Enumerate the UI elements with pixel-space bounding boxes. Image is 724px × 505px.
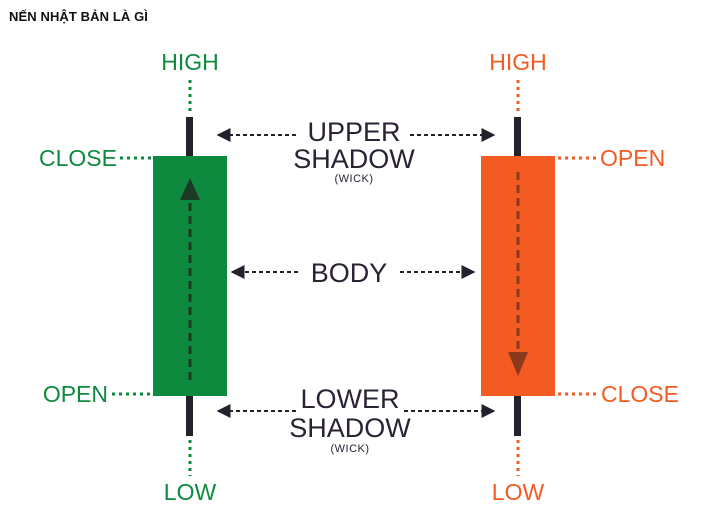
bearish-close-label: CLOSE	[601, 381, 679, 407]
bearish-down-arrowhead	[508, 352, 528, 376]
upper-shadow-line2: SHADOW	[293, 144, 415, 174]
lower-shadow-wick-note: (WICK)	[330, 443, 369, 455]
bearish-high-label: HIGH	[489, 49, 547, 75]
bearish-open-label: OPEN	[600, 145, 665, 171]
page-title: NẾN NHẬT BẢN LÀ GÌ	[9, 9, 149, 24]
upper-shadow-wick-note: (WICK)	[334, 173, 373, 185]
bullish-candle: HIGH CLOSE OPEN LOW	[39, 49, 227, 505]
bullish-high-label: HIGH	[161, 49, 219, 75]
lower-shadow-line1: LOWER	[300, 384, 399, 414]
lower-shadow-line2: SHADOW	[289, 413, 411, 443]
bearish-upper-wick	[514, 117, 521, 157]
bearish-low-label: LOW	[492, 479, 545, 505]
bullish-low-label: LOW	[164, 479, 217, 505]
bullish-close-label: CLOSE	[39, 145, 117, 171]
bullish-upper-wick	[186, 117, 193, 157]
bullish-open-label: OPEN	[43, 381, 108, 407]
bullish-up-arrowhead	[180, 178, 200, 200]
bullish-lower-wick	[186, 396, 193, 436]
center-annotations: UPPER SHADOW (WICK) BODY LOWER SHADOW (W…	[216, 117, 496, 455]
bearish-candle: HIGH OPEN CLOSE LOW	[481, 49, 679, 505]
bearish-lower-wick	[514, 396, 521, 436]
body-label: BODY	[311, 258, 388, 288]
upper-shadow-line1: UPPER	[307, 117, 400, 147]
